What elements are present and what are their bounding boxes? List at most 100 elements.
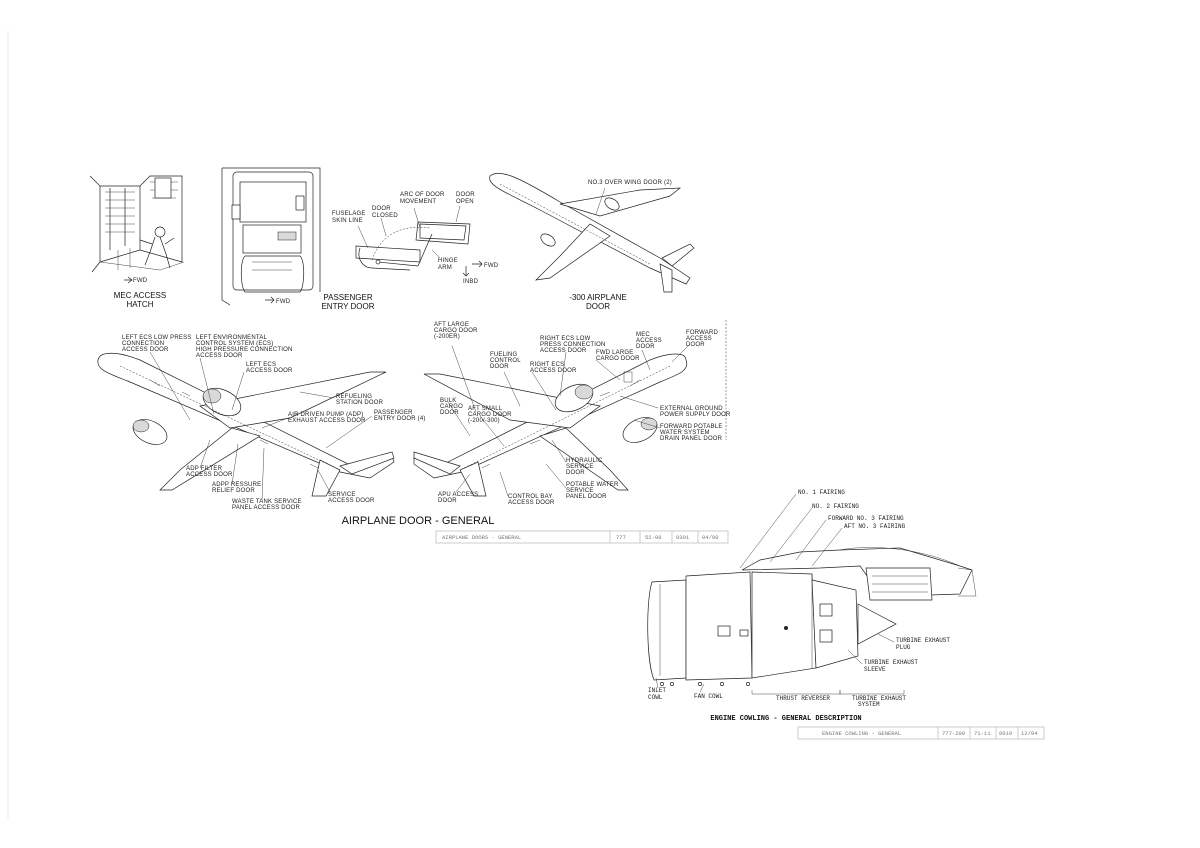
title-block1-chapter: 52-00 <box>645 534 662 541</box>
over-wing-door-label: NO.3 OVER WING DOOR (2) <box>588 180 672 186</box>
right-ecs-low-label-2: PRESS CONNECTION <box>540 342 606 348</box>
mec-caption-line2: HATCH <box>127 300 154 309</box>
aft-small-cargo-label-2: CARGO DOOR <box>468 412 512 418</box>
apu-access-label-1: APU ACCESS <box>438 492 478 498</box>
forward-potable-label-3: DRAIN PANEL DOOR <box>660 436 723 442</box>
inlet-cowl-label-2: COWL <box>648 694 663 701</box>
left-ecs-low-label-2: CONNECTION <box>122 341 164 347</box>
adp-pressure-label-1: ADPP RESSURE <box>212 482 261 488</box>
mec-access-door-label-3: DOOR <box>636 344 655 350</box>
mec-caption-line1: MEC ACCESS <box>114 291 166 300</box>
potable-water-label-1: POTABLE WATER <box>566 482 619 488</box>
right-ecs-low-label-3: ACCESS DOOR <box>540 348 587 354</box>
mec-fwd-label: FWD <box>133 278 148 284</box>
fwd-large-cargo-label-2: CARGO DOOR <box>596 356 640 362</box>
hinge-arm-label-2: ARM <box>438 265 452 271</box>
title-block2-name: ENGINE COWLING - GENERAL <box>822 730 901 737</box>
door-closed-label-1: DOOR <box>372 206 391 212</box>
refueling-label-1: REFUELING <box>336 394 372 400</box>
title-block2-model: 777-200 <box>942 730 965 737</box>
airplane-door-title: AIRPLANE DOOR - GENERAL <box>342 515 495 527</box>
forward-potable-label-1: FORWARD POTABLE <box>660 424 723 430</box>
left-ecs-access-label-2: ACCESS DOOR <box>246 368 293 374</box>
waste-tank-label-2: PANEL ACCESS DOOR <box>232 505 301 511</box>
door-open-label-1: DOOR <box>456 192 475 198</box>
engine-cowling-figure: NO. 1 FAIRING NO. 2 FAIRING FORWARD NO. … <box>647 489 977 708</box>
airplane-300-figure: NO.3 OVER WING DOOR (2) -300 AIRPLANE DO… <box>489 172 695 311</box>
forward-access-label-2: ACCESS <box>686 336 712 342</box>
title-block2-page: 0010 <box>999 730 1012 737</box>
title-block1-date: 04/90 <box>702 534 719 541</box>
left-ecs-low-label-3: ACCESS DOOR <box>122 347 169 353</box>
airplane300-caption-line1: -300 AIRPLANE <box>569 293 626 302</box>
bulk-cargo-label-2: CARGO <box>440 404 463 410</box>
door-detail-inbd-label: INBD <box>463 279 479 285</box>
left-ecs-low-label-1: LEFT ECS LOW PRESS <box>122 335 192 341</box>
door-open-label-2: OPEN <box>456 199 474 205</box>
exhaust-sleeve-label-2: SLEEVE <box>864 666 886 673</box>
fuselage-skin-line-label-1: FUSELAGE <box>332 211 366 217</box>
aft-small-cargo-label-1: AFT SMALL <box>468 406 503 412</box>
airplane300-caption-line2: DOOR <box>586 302 610 311</box>
external-ground-label-2: POWER SUPPLY DOOR <box>660 412 731 418</box>
forward-access-label-3: DOOR <box>686 342 705 348</box>
door-detail-fwd-label: FWD <box>484 263 499 269</box>
passenger-caption-line1: PASSENGER <box>323 293 372 302</box>
adp-pressure-label-2: RELIEF DOOR <box>212 488 255 494</box>
right-ecs-access-label-1: RIGHT ECS <box>530 362 564 368</box>
exhaust-system-label-1: TURBINE EXHAUST <box>852 695 906 702</box>
waste-tank-label-1: WASTE TANK SERVICE <box>232 499 302 505</box>
fwd-large-cargo-label-1: FWD LARGE <box>596 350 633 356</box>
no2-fairing-label: NO. 2 FAIRING <box>812 503 859 510</box>
hydraulic-service-label-3: DOOR <box>566 470 585 476</box>
mec-access-door-label-1: MEC <box>636 332 650 338</box>
fwd3-fairing-label: FORWARD NO. 3 FAIRING <box>828 515 904 522</box>
aft-large-cargo-label-2: CARGO DOOR <box>434 328 478 334</box>
title-block2-date: 12/94 <box>1021 730 1038 737</box>
potable-water-label-3: PANEL DOOR <box>566 494 607 500</box>
engine-cowling-title: ENGINE COWLING - GENERAL DESCRIPTION <box>710 715 861 723</box>
adp-exhaust-label-2: EXHAUST ACCESS DOOR <box>288 418 366 424</box>
inlet-cowl-label-1: INLET <box>648 687 666 694</box>
external-ground-label-1: EXTERNAL GROUND <box>660 406 723 412</box>
hydraulic-service-label-2: SERVICE <box>566 464 594 470</box>
title-block2-chapter: 71-11 <box>974 730 991 737</box>
left-env-label-4: ACCESS DOOR <box>196 353 243 359</box>
hinge-arm-label-1: HINGE <box>438 258 458 264</box>
forward-potable-label-2: WATER SYSTEM <box>660 430 710 436</box>
no1-fairing-label: NO. 1 FAIRING <box>798 489 845 496</box>
potable-water-label-2: SERVICE <box>566 488 594 494</box>
forward-access-label-1: FORWARD <box>686 330 719 336</box>
left-env-label-3: HIGH PRESSURE CONNECTION <box>196 347 292 353</box>
left-env-label-2: CONTROL SYSTEM (ECS) <box>196 341 273 347</box>
right-ecs-low-label-1: RIGHT ECS LOW <box>540 336 591 342</box>
arc-of-door-label-2: MOVEMENT <box>400 199 436 205</box>
fueling-control-label-3: DOOR <box>490 364 509 370</box>
right-ecs-access-label-2: ACCESS DOOR <box>530 368 577 374</box>
fuselage-skin-line-label-2: SKIN LINE <box>332 218 363 224</box>
service-access-label-2: ACCESS DOOR <box>328 498 375 504</box>
bulk-cargo-label-3: DOOR <box>440 410 459 416</box>
door-closed-label-2: CLOSED <box>372 213 398 219</box>
left-ecs-access-label-1: LEFT ECS <box>246 362 276 368</box>
service-access-label-1: SERVICE <box>328 492 356 498</box>
adp-exhaust-label-1: AIR DRIVEN PUMP (ADP) <box>288 412 363 418</box>
adp-filter-label-2: ACCESS DOOR <box>186 472 233 478</box>
bulk-cargo-label-1: BULK <box>440 398 456 404</box>
left-env-label-1: LEFT ENVIRONMENTAL <box>196 335 268 341</box>
passenger-entry-door-figure: FWD PASSENGER ENTRY DOOR <box>221 167 375 311</box>
left-passenger-entry-label-2: ENTRY DOOR (4) <box>374 416 426 422</box>
aft-large-cargo-label-3: (-200ER) <box>434 334 460 340</box>
aft-large-cargo-label-1: AFT LARGE <box>434 322 469 328</box>
exhaust-system-label-2: SYSTEM <box>858 701 880 708</box>
title-block1-name: AIRPLANE DOORS - GENERAL <box>442 534 521 541</box>
exhaust-sleeve-label-1: TURBINE EXHAUST <box>864 659 918 666</box>
title-block1-model: 777 <box>616 534 626 541</box>
apu-access-label-2: DOOR <box>438 498 457 504</box>
fueling-control-label-1: FUELING <box>490 352 518 358</box>
passenger-caption-line2: ENTRY DOOR <box>321 302 374 311</box>
mec-access-hatch-figure: FWD MEC ACCESS HATCH <box>89 175 185 309</box>
title-block-airplane-doors: AIRPLANE DOORS - GENERAL 777 52-00 0301 … <box>435 530 729 544</box>
title-block-engine-cowling: ENGINE COWLING - GENERAL 777-200 71-11 0… <box>797 726 1045 740</box>
